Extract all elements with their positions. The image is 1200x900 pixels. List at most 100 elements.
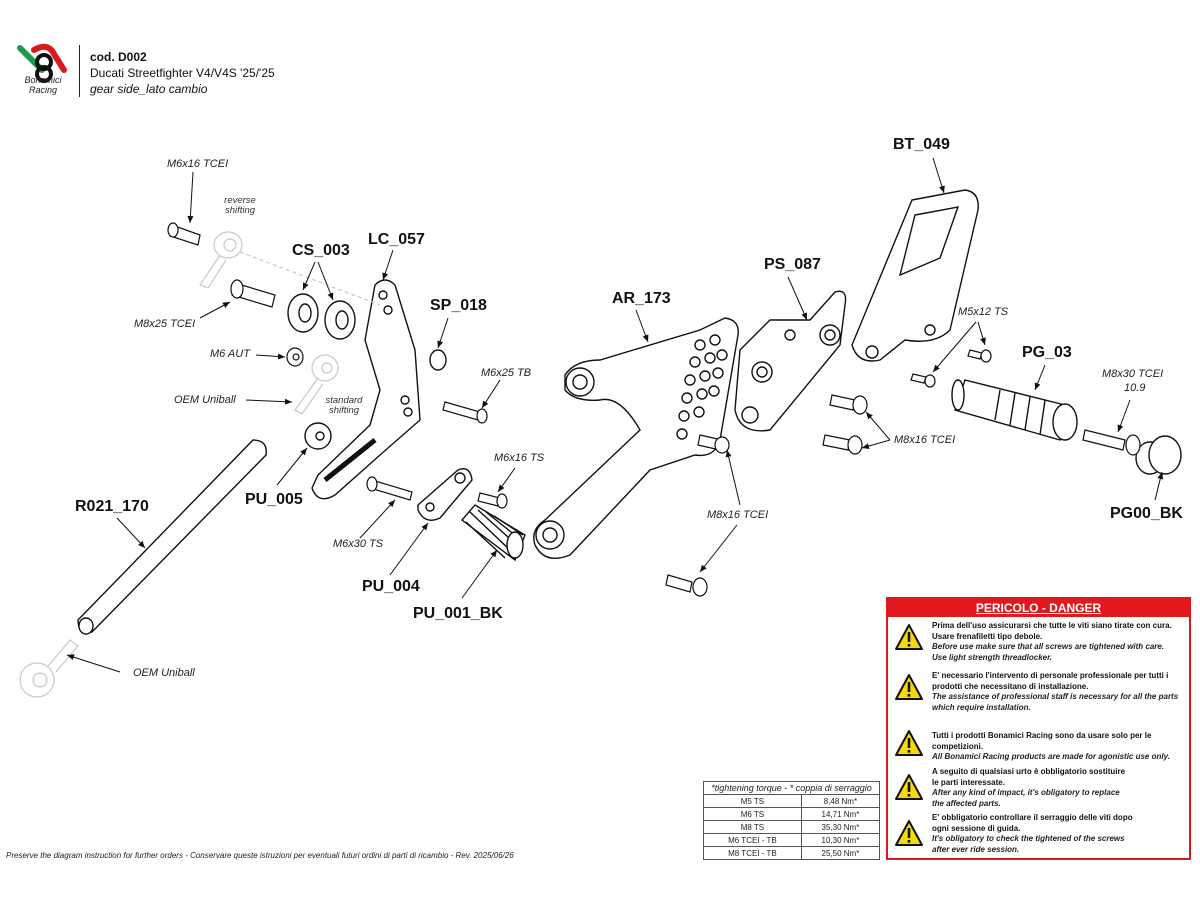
part-label-pg-03: PG_03 [1022, 344, 1072, 361]
warning-triangle-icon [895, 624, 923, 650]
part-lc-057-drawing [311, 279, 421, 500]
warning-en-line: All Bonamici Racing products are made fo… [932, 752, 1170, 761]
note-reverse-line1: reverse [224, 195, 256, 206]
leader-cs-003-b [317, 261, 334, 301]
screw-m6x25-tb [442, 401, 488, 424]
logo-text: Bonamici Racing [12, 75, 74, 95]
product-side: gear side_lato cambio [90, 82, 208, 96]
leader-m6x25-tb [481, 379, 501, 409]
warning-it-line: Tutti i prodotti Bonamici Racing sono da… [932, 731, 1152, 751]
warning-text: Tutti i prodotti Bonamici Racing sono da… [932, 731, 1189, 763]
product-code: cod. D002 [90, 50, 147, 64]
leader-m6x16-tcei [187, 171, 194, 224]
hw-label-m6x25-tb: M6x25 TB [481, 367, 532, 379]
warning-it-line: ogni sessione di guida. [932, 823, 1021, 833]
hw-label-m6x16-tcei: M6x16 TCEI [167, 158, 229, 170]
leader-m8x25-tcei [199, 301, 231, 319]
part-label-pu-004: PU_004 [362, 578, 420, 595]
torque-table-header: *tightening torque - * coppia di serragg… [703, 781, 880, 795]
hw-label-m5x12-ts: M5x12 TS [958, 306, 1009, 318]
leader-m8x30-tcei [1117, 399, 1131, 433]
leader-bt-049 [932, 157, 945, 194]
leader-lc-057 [382, 249, 394, 281]
part-label-ps-087: PS_087 [764, 256, 821, 273]
warning-en-line: It's obligatory to check the tightened o… [932, 834, 1125, 843]
warning-text: E' necessario l'intervento di personale … [932, 671, 1178, 713]
leader-pu-001-bk [461, 549, 498, 599]
screw-m6x30-ts [366, 476, 413, 501]
leader-m6-aut [255, 353, 286, 360]
part-r021-170-drawing [77, 439, 267, 635]
leader-ar-173 [635, 309, 649, 343]
screw-m5x12-ts-b [910, 373, 936, 388]
leader-lines [66, 157, 1164, 673]
leader-pg-03 [1034, 364, 1046, 391]
leader-m8x16-tcei-d [861, 439, 891, 449]
screw-m6x16-tcei [167, 222, 201, 246]
part-label-lc-057: LC_057 [368, 231, 425, 248]
screw-type: M8 TS [703, 820, 802, 834]
note-reverse-shifting: reverse shifting [220, 196, 260, 216]
nut-m6-aut [286, 347, 304, 367]
footer-note: Preserve the diagram instruction for fur… [6, 851, 514, 860]
warning-it-line: le parti interessate. [932, 777, 1005, 787]
screw-type: M8 TCEI - TB [703, 846, 802, 860]
hw-label-oem-uniball-rod: OEM Uniball [133, 667, 195, 679]
part-label-cs-003: CS_003 [292, 242, 350, 259]
screw-type: M6 TS [703, 807, 802, 821]
hw-label-m8x16-tcei-plate: M8x16 TCEI [894, 434, 956, 446]
leader-m6x30-ts [359, 499, 396, 539]
hw-label-m6x16-ts: M6x16 TS [494, 452, 545, 464]
logo-ring-bottom [35, 65, 53, 83]
part-cs-003-drawing [287, 293, 356, 340]
part-pg00-bk-drawing [1135, 435, 1182, 475]
warning-triangle-icon [895, 820, 923, 846]
hw-label-m8x30-tcei: M8x30 TCEI [1102, 368, 1164, 380]
part-label-pu-005: PU_005 [245, 491, 303, 508]
brand-logo [17, 43, 67, 83]
logo-text-line2: Racing [28, 85, 57, 95]
part-label-sp-018: SP_018 [430, 297, 487, 314]
leader-ps-087 [787, 276, 808, 321]
part-pg-03-drawing [951, 379, 1078, 441]
header-divider [79, 45, 80, 97]
leader-r021-170 [116, 517, 146, 549]
screw-m8x16-tcei-b [665, 574, 708, 597]
part-ar-173-drawing [533, 317, 739, 559]
warning-triangle-icon [895, 774, 923, 800]
hw-label-m8x16-tcei-arm: M8x16 TCEI [707, 509, 769, 521]
torque-value: 8,48 Nm* [800, 794, 881, 808]
leader-m5x12-ts-b [932, 321, 977, 373]
danger-warning-box: PERICOLO - DANGER Prima dell'uso assicur… [886, 597, 1191, 860]
product-model: Ducati Streetfighter V4/V4S '25/'25 [90, 66, 275, 80]
hw-label-m8x25-tcei: M8x25 TCEI [134, 318, 196, 330]
warning-text: Prima dell'uso assicurarsi che tutte le … [932, 621, 1172, 663]
leader-m8x16-tcei-down [699, 524, 738, 573]
leader-cs-003-a [302, 261, 316, 291]
warning-en-line: the affected parts. [932, 798, 1001, 808]
uniball-reverse-ghost [199, 231, 243, 289]
hw-label-oem-uniball: OEM Uniball [174, 394, 236, 406]
leader-m6x16-ts [497, 467, 516, 493]
note-reverse-line2: shifting [224, 205, 256, 216]
part-ps-087-drawing [734, 290, 847, 432]
part-label-ar-173: AR_173 [612, 290, 671, 307]
screw-type: M5 TS [703, 794, 802, 808]
part-label-bt-049: BT_049 [893, 136, 950, 153]
screw-m8x30-tcei [1082, 429, 1141, 456]
part-bt-049-drawing [851, 189, 979, 362]
leader-oem-uniball [245, 398, 293, 405]
screw-m8x16-tcei-c [829, 394, 868, 415]
warning-en-line: Before use make sure that all screws are… [932, 642, 1165, 651]
part-label-r021-170: R021_170 [75, 498, 149, 515]
torque-value: 10,30 Nm* [800, 833, 881, 847]
warning-text: A seguito di qualsiasi urto è obbligator… [932, 767, 1125, 809]
part-label-pg00-bk: PG00_BK [1110, 505, 1183, 522]
leader-oem-uniball-rod [66, 654, 121, 673]
part-label-pu-001-bk: PU_001_BK [413, 605, 503, 622]
